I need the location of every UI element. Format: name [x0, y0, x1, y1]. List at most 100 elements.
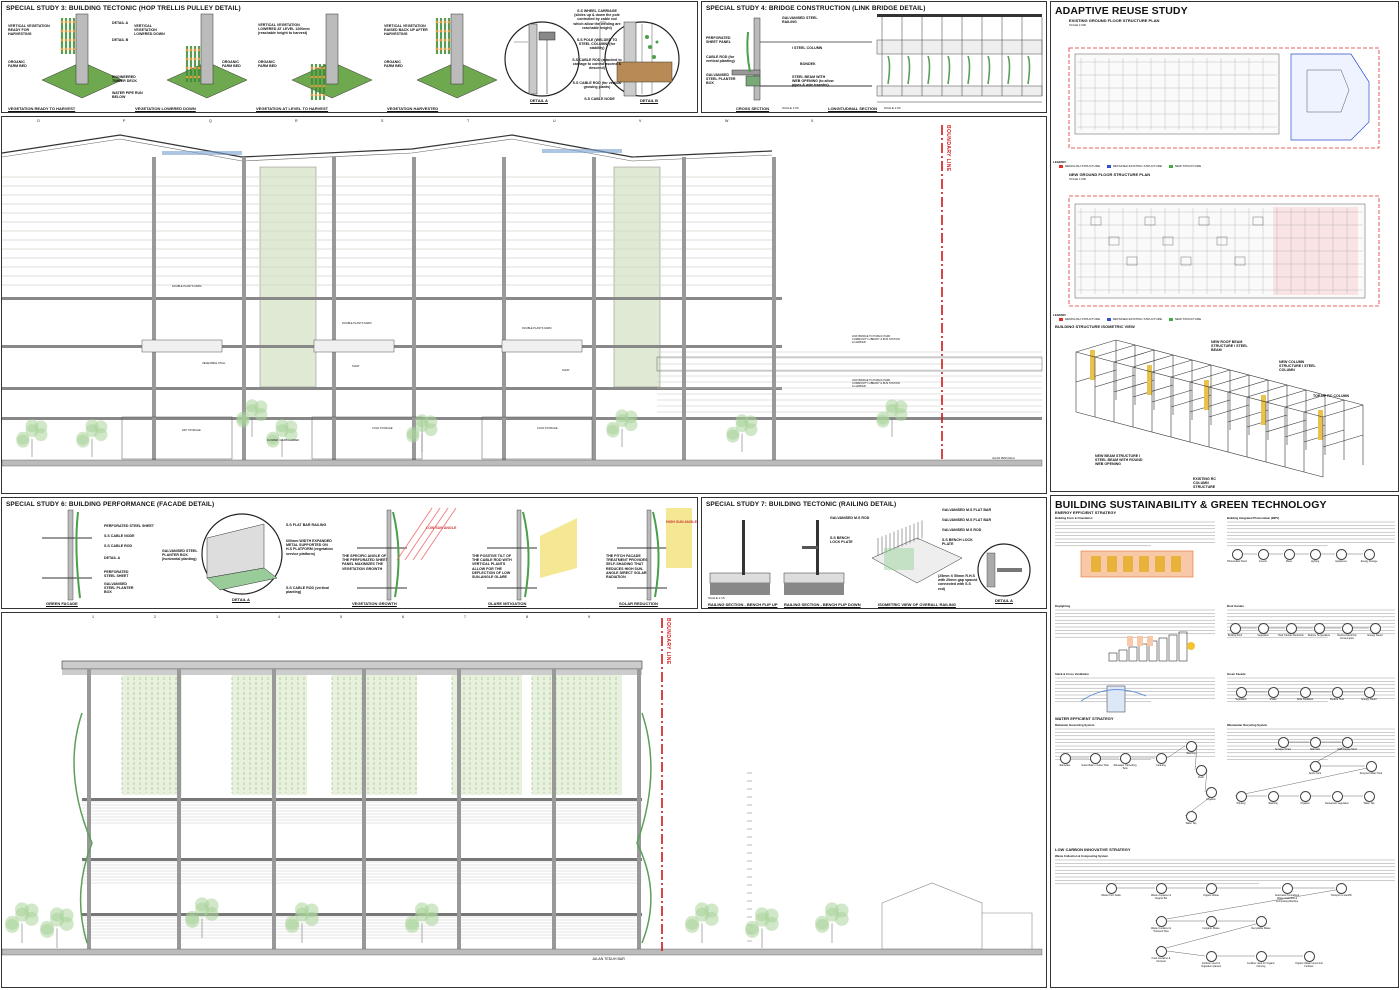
section-top-tag-7: LINK BRIDGE TO PUBLIC PARK COMMUNITY LIB…: [852, 379, 900, 388]
nodes_energy2-label-0: Building Roof: [1227, 634, 1243, 637]
nodes_energy2-node-3: [1313, 622, 1325, 634]
nodes_energy3-label-4: Energy Saved: [1361, 698, 1377, 701]
grid-marker-top-1: P: [123, 119, 126, 123]
nodes_water2-label-2: Stall Display Shelf: [1337, 748, 1357, 751]
nodes_energy3-label-2: Solar Radiation: [1296, 698, 1314, 701]
sustainability-title: BUILDING SUSTAINABILITY & GREEN TECHNOLO…: [1055, 499, 1327, 511]
iso-label-2: TOP UP RC COLUMN: [1313, 394, 1350, 398]
nodes_energy1-label-1: Inverter: [1258, 560, 1268, 563]
boundary-line-bottom: BOUNDARY LINE: [665, 618, 671, 665]
nodes_carbon-node-8: [1155, 945, 1167, 957]
special-study-3-title: SPECIAL STUDY 3: BUILDING TECTONIC (HOP …: [6, 5, 241, 12]
nodes_energy1-node-1: [1257, 548, 1269, 560]
legend2-demolish: DEMOLISH STRUCTURE: [1065, 317, 1101, 321]
ss6-caption-1: DETAIL A: [232, 597, 250, 602]
nodes_water1-node-4: [1185, 740, 1197, 752]
nodes_carbon-label-4: Transport to Landfill: [1330, 894, 1352, 897]
ss3-label-0: DETAIL A: [112, 21, 129, 25]
legend2-new: NEW STRUCTURE: [1174, 317, 1202, 321]
sub-waste-collection: Waste Collection & Composting System: [1055, 854, 1109, 858]
grid-marker-bottom-1: 2: [154, 615, 156, 619]
nodes_water2-label-6: Washing: [1268, 802, 1278, 805]
nodes_energy3-node-1: [1267, 686, 1279, 698]
nodes_carbon-node-6: [1205, 915, 1217, 927]
special-study-6-title: SPECIAL STUDY 6: BUILDING PERFORMANCE (F…: [6, 501, 215, 508]
iso-label-0: NEW ROOF BEAM STRUCTURE I STEEL BEAM: [1211, 340, 1248, 353]
ss3-caption-3: VEGETATION HARVESTED: [387, 106, 439, 111]
nodes_energy2-node-0: [1229, 622, 1241, 634]
sub-bipv: Building Integrated Photovoltaic (BIPV): [1227, 516, 1280, 520]
nodes_carbon-node-4: [1335, 882, 1347, 894]
nodes_water1-node-0: [1059, 752, 1071, 764]
ss3-detail-label-1: S.S POLE (WELDED TO STEEL COLUMN) (for s…: [576, 38, 618, 51]
nodes_carbon-node-3: [1281, 882, 1293, 894]
iso-label-4: EXISTING RC COLUMN STRUCTURE: [1193, 477, 1216, 490]
iso-label-1: NEW COLUMN STRUCTURE I STEEL COLUMN: [1279, 360, 1316, 373]
ss3-label-10: VERTICAL VEGETATION RAISED BACK UP AFTER…: [384, 24, 428, 37]
nodes_water2-label-3: Septic Tank: [1308, 772, 1322, 775]
legend-retained: RETAINED EXISTING STRUCTURE: [1112, 164, 1162, 168]
section-top-tag-11: DRY STORAGE: [182, 429, 201, 432]
nodes_water1-label-6: Irrigation: [1206, 798, 1216, 801]
nodes_energy1-label-3: Lighting: [1310, 560, 1320, 563]
legend-swatch-retained: [1106, 164, 1111, 168]
section-top-tag-1: DOUBLE PLANTS FARM: [342, 322, 372, 325]
nodes_water1-node-5: [1195, 764, 1207, 776]
grid-marker-bottom-8: 9: [588, 615, 590, 619]
ss4-cross-caption: CROSS SECTION: [736, 106, 770, 111]
adaptive-plans: [1068, 47, 1380, 478]
nodes_energy1-node-0: [1231, 548, 1243, 560]
plan2-title: NEW GROUND FLOOR STRUCTURE PLAN: [1069, 172, 1151, 177]
section-top-tag-3: VEGETABLE STALL: [202, 362, 226, 365]
plan3-title: BUILDING STRUCTURE ISOMETRIC VIEW: [1055, 324, 1135, 329]
ss7-caption-2: ISOMETRIC VIEW OF OVERALL RAILING: [878, 602, 956, 607]
section-top-tag-10: COLD STORAGE: [537, 427, 558, 430]
nodes_water2-node-5: [1235, 790, 1247, 802]
nodes_water2-node-2: [1341, 736, 1353, 748]
nodes_energy2-label-5: Energy Saved: [1367, 634, 1383, 637]
nodes_energy2-node-4: [1341, 622, 1353, 634]
ss4-label-6: STEEL BEAM WITH WEB OPENING (to allow pi…: [792, 75, 834, 88]
section-top-tag-0: DOUBLE PLANTS FARM: [172, 285, 202, 288]
ss6-label-10: THE SPECIFIC ANGLE OF THE PERFORATED SHE…: [342, 554, 388, 571]
ss6-label-0: PERFORATED STEEL SHEET: [104, 524, 154, 528]
ss7-label-4: GALVANISED M.S ROD: [942, 528, 982, 532]
ss7-caption-3: DETAIL A: [995, 598, 1013, 603]
ss4-label-4: BONDEK: [800, 62, 816, 66]
nodes_water1-label-7: Water Tap: [1185, 822, 1197, 825]
nodes_water2-node-3: [1309, 760, 1321, 772]
special-study-7-panel: SPECIAL STUDY 7: BUILDING TECTONIC (RAIL…: [701, 497, 1047, 609]
water-heading: WATER EFFICIENT STRATEGY: [1055, 716, 1114, 721]
nodes_water2-node-4: [1365, 760, 1377, 772]
nodes_energy2-node-5: [1369, 622, 1381, 634]
special-study-7-title: SPECIAL STUDY 7: BUILDING TECTONIC (RAIL…: [706, 501, 897, 508]
legend-demolish: DEMOLISH STRUCTURE: [1065, 164, 1101, 168]
nodes_energy1-node-5: [1363, 548, 1375, 560]
legend-title-1: LEGEND:: [1053, 160, 1067, 164]
nodes_carbon-label-9: Fertilizer used for Vegetation planted: [1201, 962, 1221, 968]
nodes_carbon-node-10: [1255, 950, 1267, 962]
nodes_water1-node-6: [1205, 786, 1217, 798]
grid-marker-top-2: Q: [209, 119, 212, 123]
ss7-caption-0: RAILING SECTION - BENCH FLIP UP: [708, 602, 778, 607]
nodes_water2-label-7: Irrigation: [1300, 802, 1310, 805]
special-study-4-panel: SPECIAL STUDY 4: BRIDGE CONSTRUCTION (LI…: [701, 1, 1047, 113]
ss6-label-3: DETAIL A: [104, 556, 121, 560]
ss3-label-5: WATER PIPE RUN BELOW: [112, 91, 143, 100]
ss6-caption-3: GLARE MITIGATION: [488, 601, 527, 606]
nodes_carbon-node-2: [1205, 882, 1217, 894]
sustainability-panel: BUILDING SUSTAINABILITY & GREEN TECHNOLO…: [1050, 495, 1399, 988]
ss7-label-2: S.S BENCH LOCK PLATE: [830, 536, 853, 545]
section-top-tag-4: SHOP: [352, 365, 360, 368]
grid-marker-top-7: V: [639, 119, 642, 123]
ss7-scale: SCALE 1:15: [708, 596, 725, 600]
ss3-label-2: DETAIL B: [112, 38, 129, 42]
nodes_water1-node-2: [1119, 752, 1131, 764]
ss3-detail-label-2: S.S CABLE ROD (attached to carriage to c…: [572, 58, 622, 71]
ss6-label-14: HIGH SUN ANGLE: [666, 520, 698, 524]
nodes_water1-label-2: Rainwater Harvesting Tank: [1113, 764, 1137, 770]
nodes_carbon-node-7: [1255, 915, 1267, 927]
nodes_water1-label-1: Gutter Basin / Gutter Tank: [1081, 764, 1109, 767]
ss3-detail-label-0: S.S WHEEL CARRIAGE (slides up & down the…: [573, 9, 621, 30]
